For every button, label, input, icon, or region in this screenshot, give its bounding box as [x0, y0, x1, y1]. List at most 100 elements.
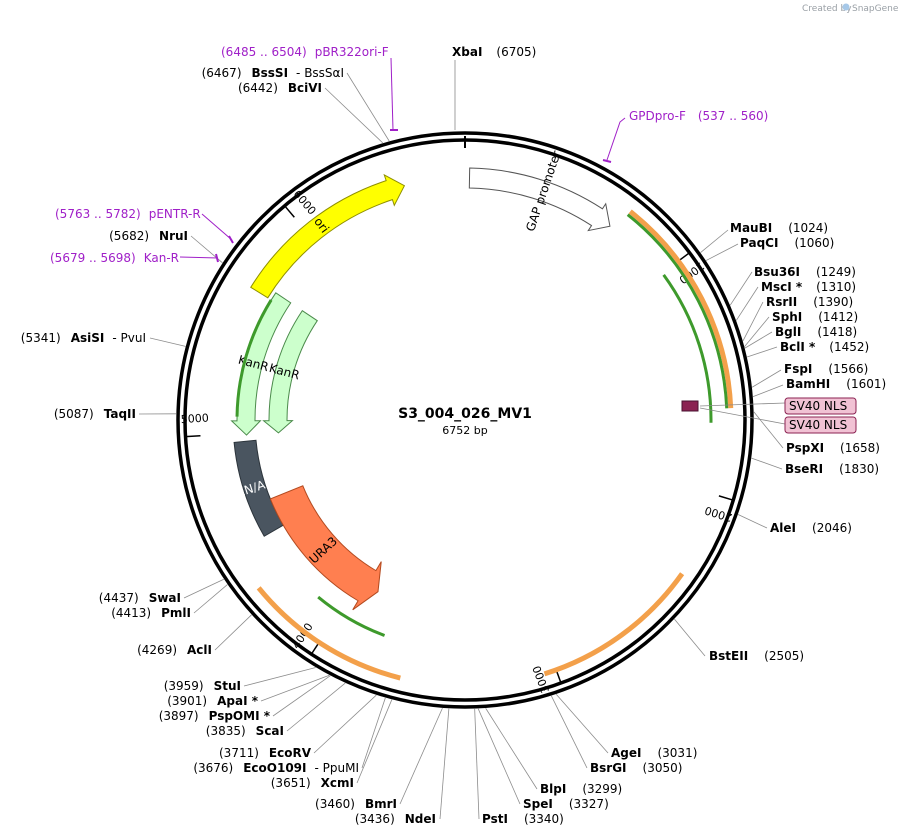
- feature-ori: [250, 173, 406, 299]
- leader-stui: [243, 667, 316, 687]
- site-swai: (4437)SwaI: [99, 591, 181, 605]
- site-scai: (3835)ScaI: [206, 724, 284, 738]
- svg-text:GPDpro-F(537 .. 560): GPDpro-F(537 .. 560): [629, 109, 768, 123]
- site-acli: (4269)AclI: [137, 643, 212, 657]
- site-bsrgi: BsrGI(3050): [590, 761, 682, 775]
- leader-xcmi: [356, 699, 393, 784]
- feature-kanr-2: [262, 309, 318, 434]
- leader-bsrgi: [550, 695, 588, 769]
- leader-bsssi: [346, 72, 390, 142]
- site-bsteii: BstEII(2505): [709, 649, 804, 663]
- tick-2000: [718, 495, 734, 501]
- leader-apai: [260, 674, 330, 702]
- leader-asisi: [149, 337, 186, 347]
- site-pmli: (4413)PmlI: [111, 606, 191, 620]
- site-psti: PstI(3340): [482, 812, 564, 826]
- primer-pbr322ori-f: (6485 .. 6504)pBR322ori-F: [221, 45, 398, 131]
- sv40-leader-2: [699, 407, 786, 425]
- site-bmri: (3460)BmrI: [315, 797, 397, 811]
- leader-ecoo109i: [361, 697, 386, 769]
- sites-left: (3436)NdeI (3460)BmrI (3651)XcmI (3676)E…: [21, 66, 436, 826]
- leader-psti: [474, 708, 480, 820]
- leader-fspi: [751, 369, 782, 388]
- leader-rsrii: [742, 301, 764, 342]
- svg-text:(5763 .. 5782)pENTR-R: (5763 .. 5782)pENTR-R: [55, 207, 201, 221]
- orf-6-green: [235, 299, 273, 417]
- tick-label-5000: 5000: [180, 411, 209, 426]
- site-pspxi: PspXI(1658): [786, 441, 880, 455]
- leader-pspxi: [753, 411, 784, 449]
- primer-kan-r: (5679 .. 5698)Kan-R: [50, 251, 219, 265]
- leader-bgli: [744, 331, 773, 349]
- leader-ecorv: [313, 694, 377, 754]
- leader-bcli: [746, 346, 778, 358]
- site-paqci: PaqCI(1060): [740, 236, 834, 250]
- tick-6000: [284, 205, 295, 218]
- site-apai: (3901)ApaI *: [167, 694, 259, 708]
- site-blpi: BlpI(3299): [540, 782, 622, 796]
- site-bamhi: BamHI(1601): [786, 377, 886, 391]
- leader-msci: [735, 286, 759, 321]
- leader-bseri: [751, 457, 783, 470]
- svg-text:(5679 .. 5698)Kan-R: (5679 .. 5698)Kan-R: [50, 251, 179, 265]
- site-ecorv: (3711)EcoRV: [219, 746, 312, 760]
- site-ecoo109i: (3676)EcoO109I- PpuMI: [193, 761, 359, 775]
- sv40-nls-label-1: SV40 NLS: [789, 399, 847, 413]
- leader-spei: [477, 708, 521, 805]
- backbone-outer: [176, 131, 754, 709]
- leader-alei: [737, 514, 768, 529]
- orf-1-green: [626, 213, 729, 409]
- primer-pentr-r: (5763 .. 5782)pENTR-R: [55, 207, 234, 244]
- site-xbai: XbaI(6705): [452, 45, 536, 59]
- leader-ndei: [439, 708, 450, 820]
- leader-bamhi: [752, 384, 784, 398]
- site-ndei: (3436)NdeI: [355, 812, 436, 826]
- leader-blpi: [485, 708, 538, 790]
- orf-1-orange: [628, 209, 734, 409]
- leader-bmri: [399, 707, 443, 805]
- site-xcmi: (3651)XcmI: [271, 776, 354, 790]
- plasmid-name: S3_004_026_MV1: [398, 406, 532, 422]
- leader-bsu36i: [729, 271, 753, 306]
- site-leader-lines: [138, 72, 784, 820]
- orf-4-orange: [256, 586, 401, 681]
- tick-label-2000: 2000: [703, 504, 734, 524]
- credit-text: Created by: [802, 4, 852, 14]
- orf-2-green: [662, 274, 713, 423]
- orf-5-green: [317, 595, 386, 637]
- site-stui: (3959)StuI: [164, 679, 241, 693]
- sv40-leader-1: [699, 402, 786, 407]
- brand-text: SnapGene: [852, 4, 899, 14]
- feature-ura3: [269, 485, 382, 611]
- site-bsu36i: Bsu36I(1249): [754, 265, 856, 279]
- site-agei: AgeI(3031): [611, 746, 697, 760]
- site-bcli: BclI *(1452): [780, 340, 869, 354]
- site-bseri: BseRI(1830): [785, 462, 879, 476]
- leader-bcivi: [324, 87, 384, 144]
- site-msci: MscI *(1310): [761, 280, 856, 294]
- site-sphi: SphI(1412): [772, 310, 858, 324]
- site-brui: (5682)NruI: [109, 229, 188, 243]
- tick-label-6000: 6000: [291, 188, 319, 218]
- leader-pspomi: [272, 675, 331, 717]
- site-asisi: (5341)AsiSI- PvuI: [21, 331, 146, 345]
- svg-text:(6485 .. 6504)pBR322ori-F: (6485 .. 6504)pBR322ori-F: [221, 45, 389, 59]
- sv40-nls-marker: [681, 400, 699, 412]
- snapgene-logo-icon: [842, 3, 850, 11]
- tick-5000: [185, 435, 201, 438]
- primer-gpdpro-f: GPDpro-F(537 .. 560): [602, 109, 768, 163]
- leader-scai: [286, 682, 346, 732]
- site-bsssi: (6467)BssSI- BssSαI: [202, 66, 344, 80]
- leader-acli: [214, 614, 252, 651]
- site-bcivi: (6442)BciVI: [238, 81, 322, 95]
- leader-bsteii: [674, 618, 706, 657]
- site-pspomi: (3897)PspOMI *: [159, 709, 271, 723]
- sites-right: MauBI(1024) PaqCI(1060) Bsu36I(1249) Msc…: [482, 221, 886, 826]
- site-bgli: BglI(1418): [775, 325, 857, 339]
- site-rsrii: RsrII(1390): [766, 295, 853, 309]
- leader-swai: [183, 578, 224, 599]
- site-alei: AleI(2046): [770, 521, 852, 535]
